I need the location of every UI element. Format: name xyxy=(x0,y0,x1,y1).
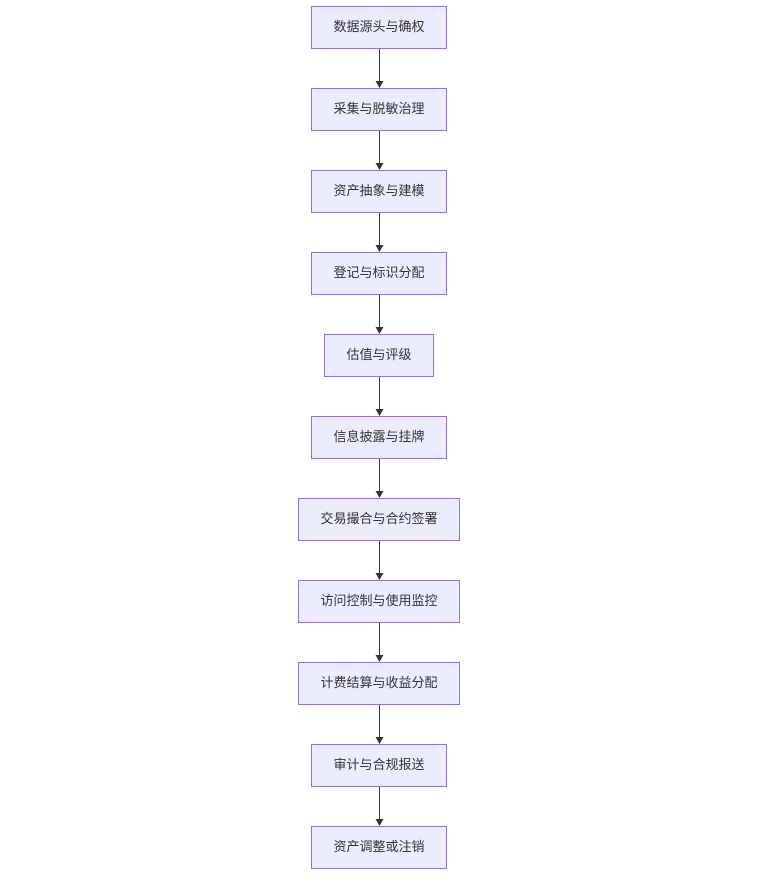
flow-arrow-head xyxy=(375,737,384,744)
flow-arrow xyxy=(375,623,384,662)
flow-node-trading: 交易撮合与合约签署 xyxy=(298,498,460,541)
flow-arrow xyxy=(375,541,384,580)
flow-node-audit: 审计与合规报送 xyxy=(311,744,447,787)
flow-node-access-control: 访问控制与使用监控 xyxy=(298,580,460,623)
flow-arrow-head xyxy=(375,819,384,826)
flow-arrow xyxy=(375,787,384,826)
flow-arrow-head xyxy=(375,327,384,334)
flow-arrow-head xyxy=(375,409,384,416)
flow-arrow xyxy=(375,213,384,252)
flow-arrow xyxy=(375,295,384,334)
flow-node-disclosure: 信息披露与挂牌 xyxy=(311,416,447,459)
flow-node-data-source: 数据源头与确权 xyxy=(311,6,447,49)
flow-node-valuation: 估值与评级 xyxy=(324,334,434,377)
flow-arrow xyxy=(375,459,384,498)
flow-node-adjustment: 资产调整或注销 xyxy=(311,826,447,869)
flow-arrow-head xyxy=(375,81,384,88)
flow-arrow-head xyxy=(375,245,384,252)
flow-arrow xyxy=(375,49,384,88)
flow-arrow-head xyxy=(375,163,384,170)
flow-arrow-head xyxy=(375,491,384,498)
flow-node-modeling: 资产抽象与建模 xyxy=(311,170,447,213)
flow-arrow-head xyxy=(375,655,384,662)
flow-node-registration: 登记与标识分配 xyxy=(311,252,447,295)
flow-arrow xyxy=(375,705,384,744)
flow-node-settlement: 计费结算与收益分配 xyxy=(298,662,460,705)
flow-node-collection: 采集与脱敏治理 xyxy=(311,88,447,131)
flow-arrow-head xyxy=(375,573,384,580)
flow-arrow xyxy=(375,377,384,416)
flow-arrow xyxy=(375,131,384,170)
